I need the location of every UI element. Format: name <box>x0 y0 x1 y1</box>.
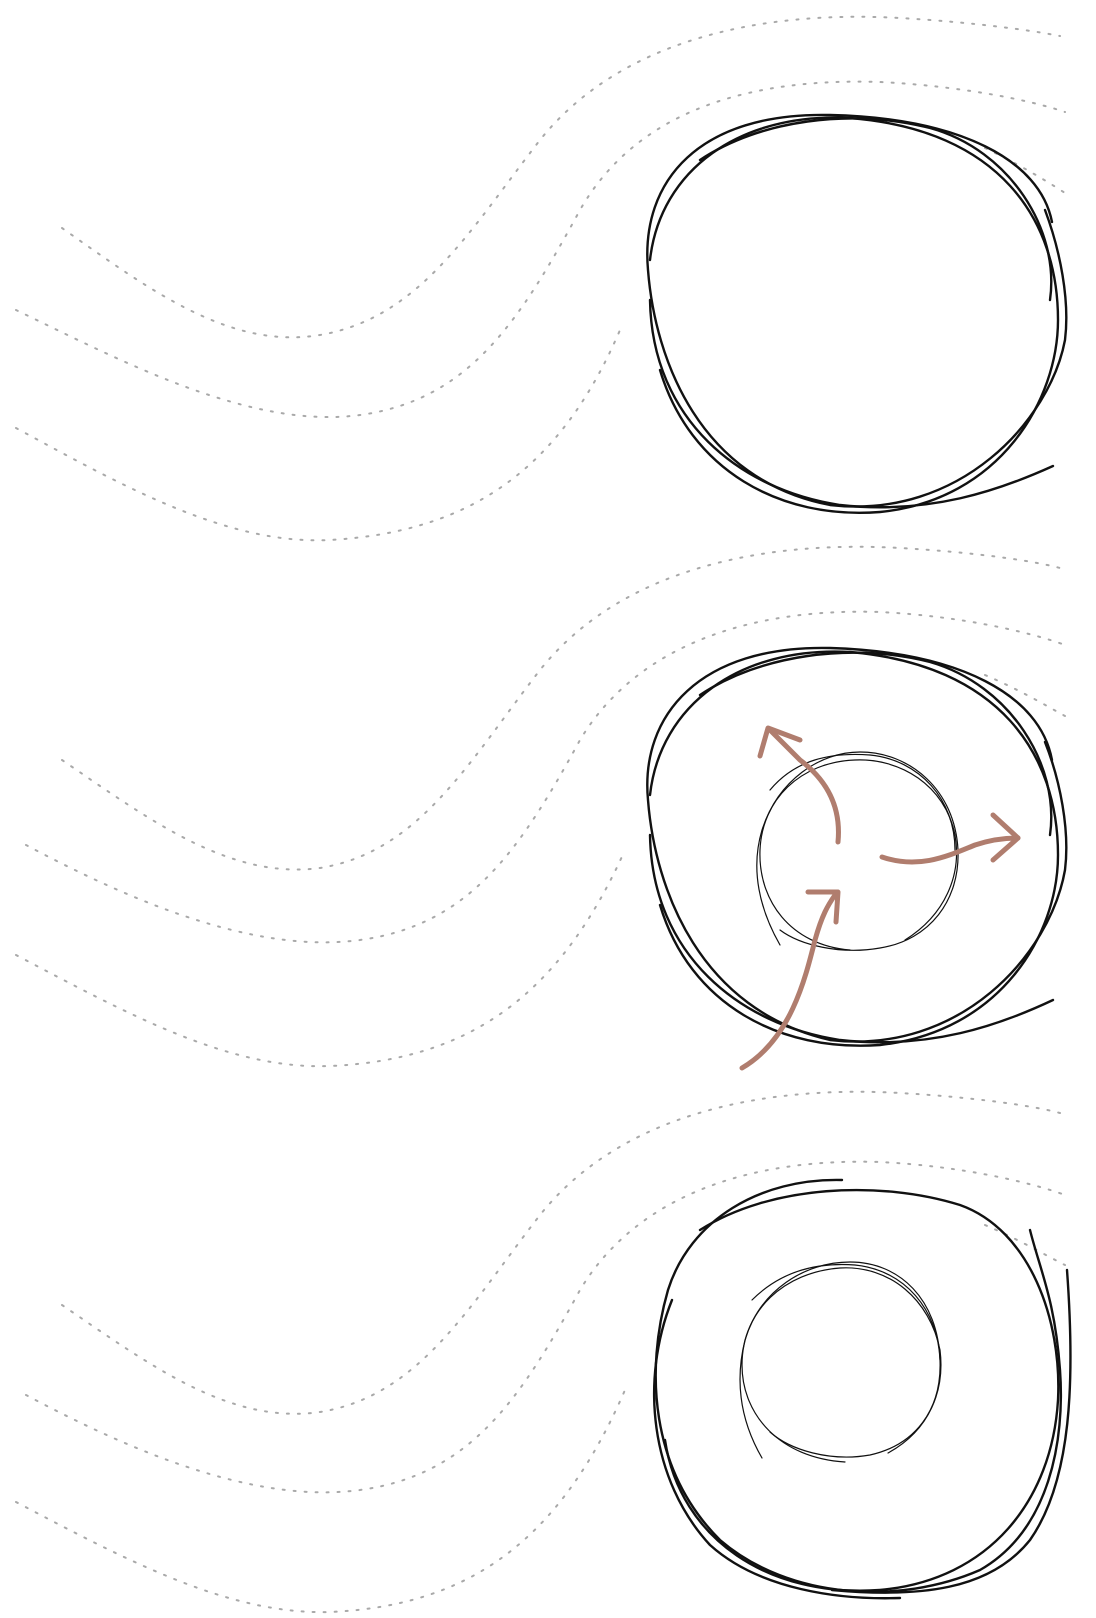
outer-circle <box>654 1180 1070 1598</box>
flow-lines <box>16 1092 1065 1612</box>
arrows <box>742 728 1018 1068</box>
outer-circle <box>647 648 1066 1046</box>
flow-line <box>26 1162 1065 1493</box>
flow-line <box>62 547 1060 870</box>
flow-line <box>16 82 1065 417</box>
flow-lines <box>16 17 1065 541</box>
flow-line <box>985 148 1065 193</box>
flow-line <box>62 1092 1060 1414</box>
flow-line <box>16 850 625 1066</box>
panel-1 <box>16 17 1066 541</box>
panel-3 <box>16 1092 1071 1612</box>
flow-line <box>16 330 620 540</box>
flow-lines <box>16 547 1065 1066</box>
inner-circle <box>757 752 958 950</box>
panel-2 <box>16 547 1066 1068</box>
flow-line <box>16 1390 625 1612</box>
inner-circle <box>740 1262 941 1462</box>
arrow-outward-up-left <box>770 730 838 842</box>
outer-circle <box>647 115 1066 513</box>
flow-line <box>62 17 1060 338</box>
